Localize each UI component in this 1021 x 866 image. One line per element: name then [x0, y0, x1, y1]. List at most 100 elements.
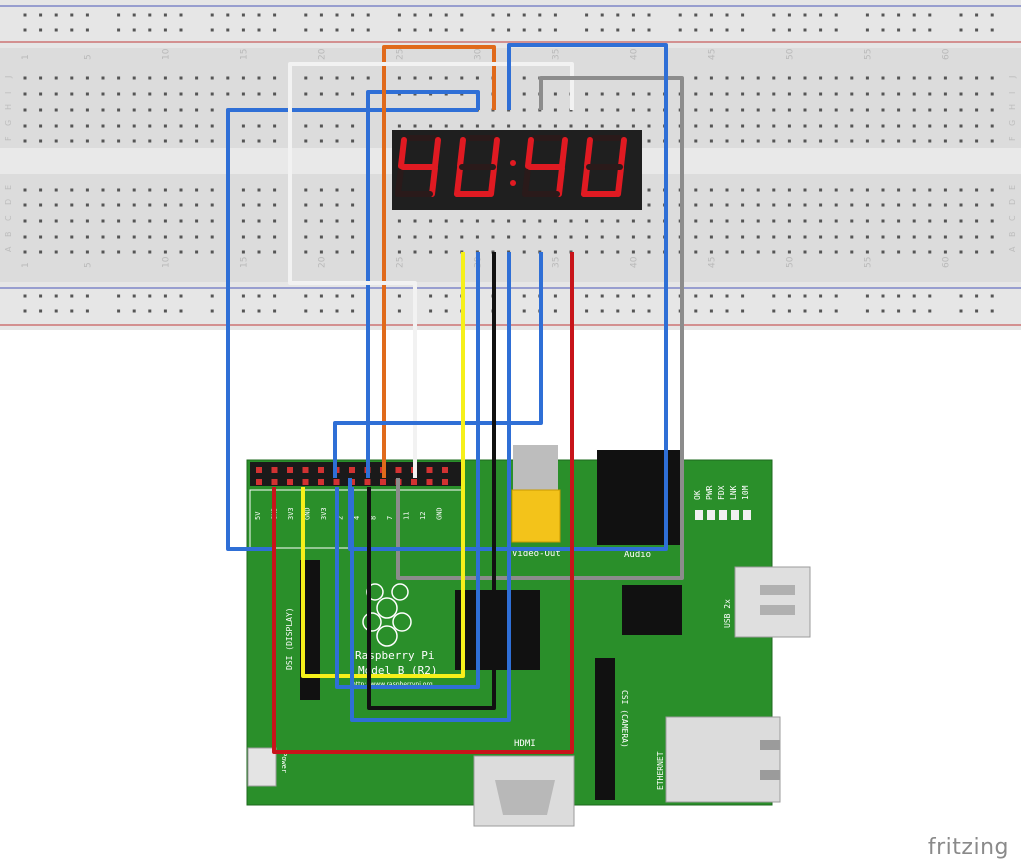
chip [622, 585, 682, 635]
column-number: 60 [941, 256, 951, 268]
row-letter: C [4, 215, 13, 221]
row-letter: J [1008, 76, 1017, 79]
status-led [695, 510, 703, 520]
column-number: 20 [317, 256, 327, 268]
digit-segment [432, 137, 441, 169]
gpio-pin [426, 479, 433, 485]
gpio-label: 12 [419, 512, 427, 520]
row-letter: D [4, 199, 13, 205]
video-out-label: Video-Out [512, 549, 561, 559]
column-number: 25 [395, 257, 405, 268]
digit-segment [615, 165, 624, 197]
colon-dot-bottom [510, 180, 516, 186]
board-url: http://www.raspberrypi.org [352, 681, 433, 688]
gpio-pin [318, 467, 324, 473]
dsi-label: DSI (DISPLAY) [285, 607, 294, 670]
soc-chip [455, 590, 540, 670]
gpio-label: 3V3 [320, 507, 328, 520]
column-number: 25 [395, 49, 405, 60]
gpio-pin [380, 479, 386, 485]
gpio-pin [395, 467, 402, 473]
row-letter: H [1008, 104, 1017, 110]
raspberry-logo [362, 583, 412, 647]
board-name: Raspberry Pi [355, 649, 434, 662]
usb-port [734, 566, 811, 638]
column-number: 1 [21, 262, 31, 268]
gpio-pin [318, 479, 324, 485]
row-letter: B [1008, 232, 1017, 238]
gpio-label: 7 [386, 516, 394, 520]
ethernet-label: ETHERNET [656, 751, 665, 790]
row-letter: E [4, 185, 13, 190]
fritzing-logo: fritzing [927, 835, 1009, 860]
status-led [707, 510, 715, 520]
wire-blue-d [333, 252, 543, 478]
status-led-label: OK [693, 490, 702, 500]
gpio-label: 8 [370, 516, 378, 520]
row-letter: A [1008, 246, 1017, 252]
gpio-pin [426, 467, 433, 473]
row-letter: B [4, 232, 13, 238]
row-letter: F [1008, 136, 1017, 141]
gpio-label: GND [436, 507, 444, 520]
column-number: 60 [941, 48, 951, 60]
column-number: 40 [629, 48, 639, 60]
row-letter: I [4, 92, 13, 94]
row-letter: I [1008, 92, 1017, 94]
seven-segment-display [392, 130, 642, 210]
wire-white [288, 62, 574, 478]
gpio-pin [364, 479, 371, 485]
row-letter: D [1008, 199, 1017, 205]
digit-segment [556, 165, 565, 197]
digit-segment [429, 165, 438, 197]
gpio-label: 3V3 [287, 507, 295, 520]
wire-yellow [301, 252, 465, 678]
colon-dot-top [510, 160, 516, 166]
board-model: Model B (R2) [358, 664, 437, 677]
status-led-label: LNK [729, 485, 738, 500]
column-number: 15 [239, 49, 249, 60]
wire-black [367, 252, 496, 710]
column-number: 20 [317, 48, 327, 60]
digit-segment [584, 137, 593, 169]
gpio-label: 5V [254, 511, 262, 520]
column-number: 15 [239, 257, 249, 268]
wire-red [272, 252, 574, 754]
column-number: 1 [21, 54, 31, 60]
audio-label: Audio [624, 550, 651, 560]
column-number: 35 [551, 49, 561, 60]
digit-segment [395, 165, 404, 197]
row-letter: G [4, 120, 13, 126]
row-letter: E [1008, 185, 1017, 190]
video-out-jack [513, 445, 558, 490]
usb-label: USB 2x [723, 599, 732, 628]
csi-label: CSI (CAMERA) [620, 690, 629, 748]
status-led [719, 510, 727, 520]
digit-segment [525, 137, 534, 169]
wires [226, 43, 684, 754]
digit-segment [522, 165, 531, 197]
wire-orange [382, 45, 496, 478]
digit-segment [491, 137, 500, 169]
row-letter: A [4, 246, 13, 252]
column-number: 55 [863, 257, 873, 268]
digit-segment [618, 137, 627, 169]
gpio-label: GND [304, 507, 312, 520]
column-number: 45 [707, 257, 717, 268]
power-port [247, 747, 277, 787]
column-number: 50 [785, 256, 795, 268]
gpio-pin [349, 467, 355, 473]
column-number: 45 [707, 49, 717, 60]
gpio-pin [256, 479, 262, 485]
column-number: 30 [473, 48, 483, 60]
status-led [731, 510, 739, 520]
gpio-label: 4 [353, 516, 361, 520]
digit-segment [559, 137, 568, 169]
column-number: 50 [785, 48, 795, 60]
audio-jack [597, 450, 682, 545]
row-letter: F [4, 136, 13, 141]
gpio-pin [271, 479, 278, 485]
status-led-label: 10M [741, 485, 750, 500]
status-led [743, 510, 751, 520]
